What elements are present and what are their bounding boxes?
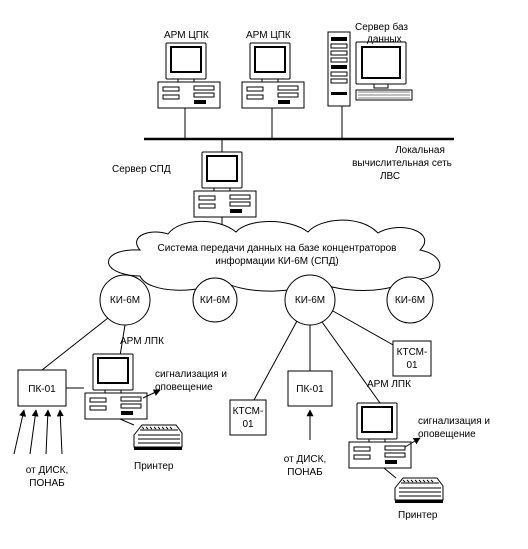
spd-server-computer-icon: [193, 151, 257, 218]
right-source-label-line2: ПОНАБ: [287, 467, 323, 478]
spd-server-label: Сервер СПД: [112, 164, 171, 175]
left-input-arrow-2: [29, 409, 39, 455]
left-input-arrow-3: [44, 409, 52, 455]
right-pk01-label: ПК-01: [296, 384, 324, 395]
right-pk01-box: [287, 370, 333, 407]
ki-node-4-label: КИ-6М: [395, 295, 425, 306]
arm-cpk-1-label: АРМ ЦПК: [164, 30, 209, 41]
left-input-arrow-4: [56, 409, 64, 455]
ki-node-4: [386, 276, 434, 324]
link-ki1-arm-lpk: [119, 324, 126, 357]
db-server-label-line1: Сервер баз: [355, 21, 408, 33]
left-arm-lpk-label: АРМ ЛПК: [120, 336, 164, 347]
left-source-label-line1: от ДИСК,: [26, 465, 69, 476]
left-source-label-line2: ПОНАБ: [29, 478, 65, 489]
left-printer-icon: [133, 424, 183, 451]
ki-node-1-label: КИ-6М: [110, 295, 140, 306]
right-signal-label-line1: сигнализация и: [418, 416, 490, 427]
left-signal-label-line1: сигнализация и: [155, 369, 227, 380]
ki-node-2-label: КИ-6М: [200, 295, 230, 306]
arm-cpk-2-label: АРМ ЦПК: [246, 30, 291, 41]
right-source-label-line1: от ДИСК,: [284, 454, 327, 465]
right-printer-icon: [394, 477, 444, 504]
right-ktsm-a-label-line2: 01: [242, 419, 254, 430]
right-ktsm-b-label-line2: 01: [406, 360, 418, 371]
arm-cpk-2-computer-icon: [241, 42, 305, 109]
left-signal-arrow: [142, 389, 161, 399]
right-ktsm-a-box: [229, 399, 267, 436]
db-server-label-line2: данных: [367, 34, 402, 45]
spd-cloud: [108, 219, 441, 292]
left-pk01-box: [17, 369, 67, 407]
left-arm-lpk-computer-icon: [84, 353, 148, 420]
right-arm-lpk-computer-icon: [348, 402, 412, 469]
link-left-pc-printer: [119, 418, 135, 426]
left-signal-label-line2: оповещение: [155, 382, 213, 393]
left-printer-label: Принтер: [134, 461, 174, 472]
lan-label-line2: вычислительная сеть: [352, 158, 452, 169]
lan-label-line3: ЛВС: [380, 171, 400, 182]
right-arm-lpk-label: АРМ ЛПК: [367, 379, 411, 390]
right-ktsm-b-label-line1: КТСМ-: [397, 347, 428, 358]
cloud-label-line1: Система передачи данных на базе концентр…: [158, 242, 397, 254]
right-signal-label-line2: оповещение: [418, 429, 476, 440]
arm-cpk-1-computer-icon: [157, 42, 221, 109]
link-ki3-ktsm-b: [332, 310, 396, 347]
lan-label-line1: Локальная: [395, 145, 445, 156]
right-ktsm-b-box: [392, 340, 432, 377]
right-ktsm-a-label-line1: КТСМ-: [233, 406, 264, 417]
ki-node-2: [192, 277, 238, 323]
left-pk01-label: ПК-01: [28, 384, 56, 395]
cloud-label-line2: информации КИ-6М (СПД): [215, 255, 338, 267]
right-printer-label: Принтер: [398, 510, 438, 521]
link-ki3-arm-lpk: [321, 321, 381, 404]
link-right-pc-printer: [383, 467, 397, 479]
link-ki3-ktsm-a: [253, 320, 298, 401]
left-input-arrow-1: [13, 409, 27, 455]
right-signal-arrow: [404, 437, 421, 448]
link-ki1-pk01: [41, 317, 109, 371]
ki-node-3-label: КИ-6М: [295, 295, 325, 306]
